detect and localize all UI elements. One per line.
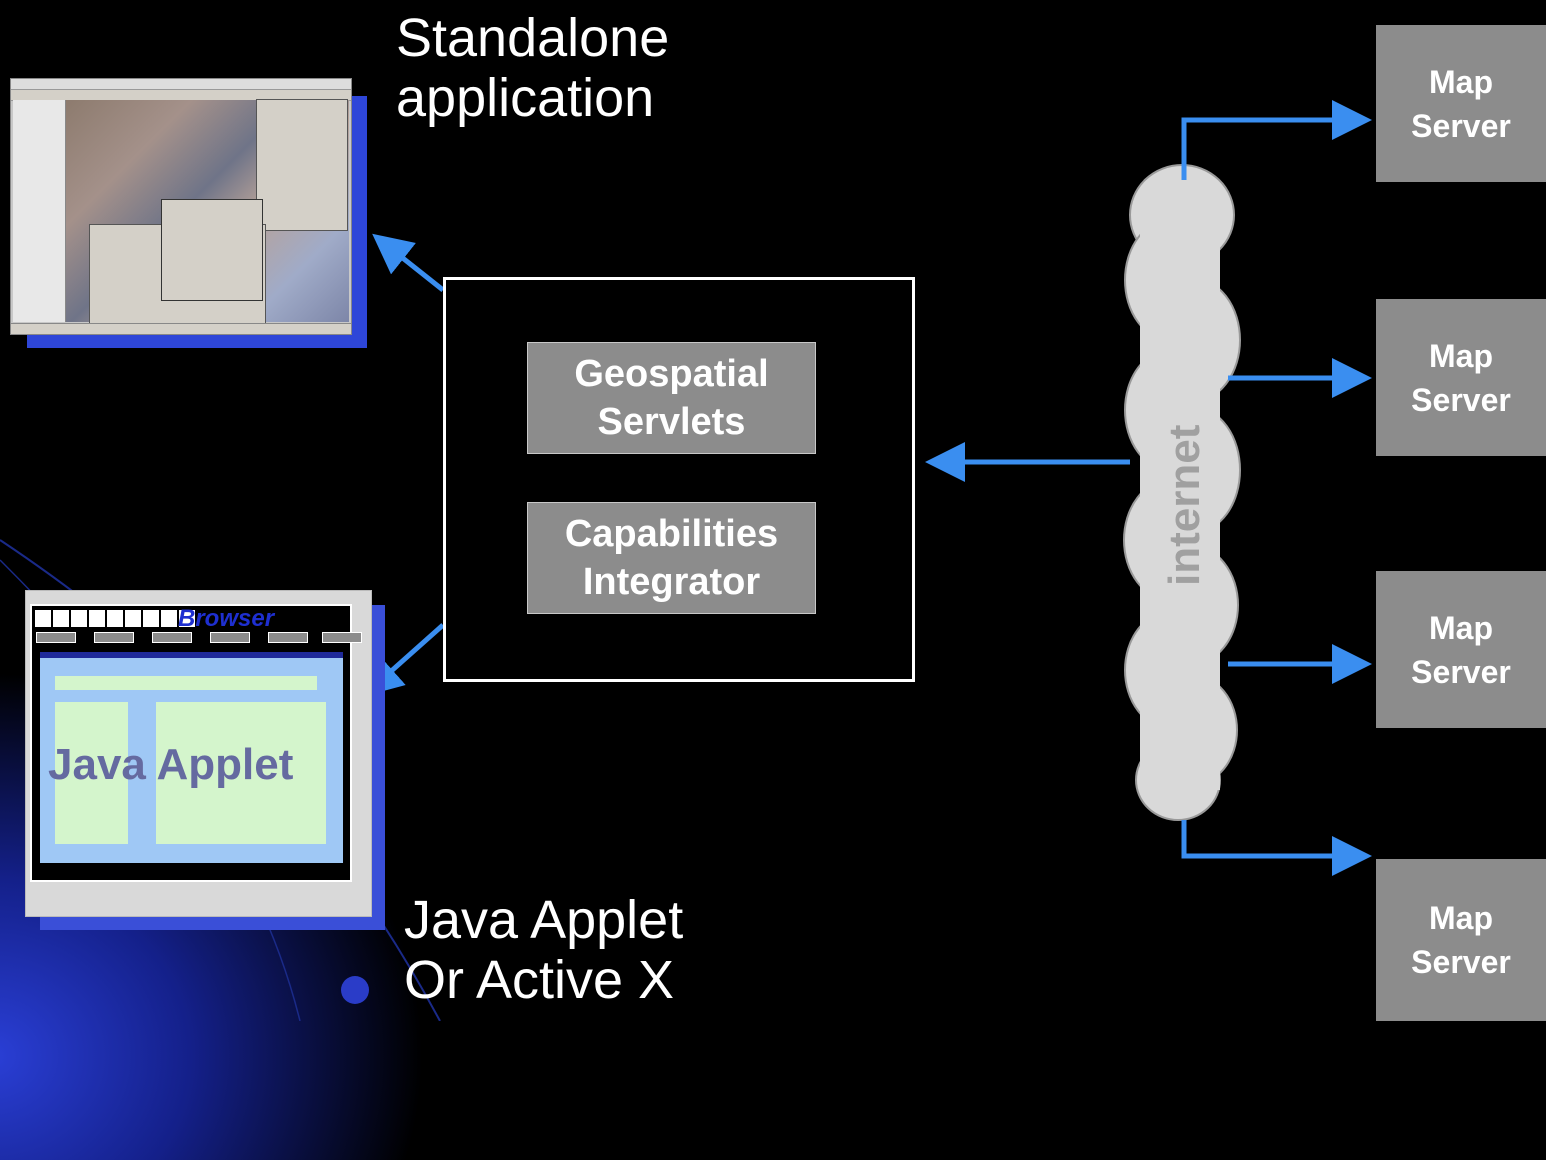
map-server-3-line1: Map [1429, 609, 1493, 646]
map-server-1-line1: Map [1429, 63, 1493, 100]
java-applet-label: Java Applet [48, 740, 294, 789]
standalone-app-screenshot [10, 78, 352, 335]
app-layer-panel [13, 100, 66, 322]
map-server-2: Map Server [1376, 299, 1546, 456]
browser-title: Browser [178, 605, 275, 632]
arrow-server-4 [1181, 820, 1372, 876]
browser-toolbar-square [70, 609, 88, 628]
java-applet-panel [40, 652, 343, 863]
browser-toolbar-button [36, 632, 76, 643]
map-server-4: Map Server [1376, 859, 1546, 1021]
central-server-box: Geospatial Servlets Capabilities Integra… [443, 277, 915, 682]
map-server-3: Map Server [1376, 571, 1546, 728]
app-properties-dialog [161, 199, 263, 301]
browser-toolbar-square [142, 609, 160, 628]
browser-toolbar-square [34, 609, 52, 628]
internet-label: internet [1160, 424, 1209, 586]
browser-toolbar-square [124, 609, 142, 628]
geospatial-servlets-line1: Geospatial [574, 353, 769, 395]
app-statusbar [11, 323, 351, 334]
capabilities-integrator-line1: Capabilities [564, 513, 779, 555]
arrow-server-1 [1181, 100, 1372, 180]
capabilities-integrator-line2: Integrator [582, 561, 761, 603]
browser-toolbar-square [52, 609, 70, 628]
browser-toolbar-square [178, 609, 196, 628]
browser-toolbar-button [322, 632, 362, 643]
app-menubar [11, 79, 351, 90]
browser-toolbar-button [94, 632, 134, 643]
capabilities-integrator-box: Capabilities Integrator [527, 502, 816, 614]
diagram-connectors [0, 100, 1372, 1021]
geospatial-servlets-line2: Servlets [597, 401, 746, 443]
map-server-3-line2: Server [1411, 653, 1511, 690]
browser-toolbar-square [106, 609, 124, 628]
browser-toolbar-button [268, 632, 308, 643]
applet-top-bar [55, 676, 317, 690]
applet-caption-line2: Or Active X [404, 950, 675, 1010]
applet-caption-line1: Java Applet [404, 890, 684, 950]
browser-toolbar-button [152, 632, 192, 643]
map-server-4-line2: Server [1411, 944, 1511, 980]
geospatial-servlets-box: Geospatial Servlets [527, 342, 816, 454]
browser-toolbar-square [88, 609, 106, 628]
app-connect-panel [256, 99, 348, 231]
standalone-caption: Standalone application [396, 8, 669, 128]
applet-right-pane [156, 702, 326, 844]
map-server-4-line1: Map [1429, 900, 1493, 936]
map-server-2-line1: Map [1429, 337, 1493, 374]
standalone-caption-line2: application [396, 68, 655, 128]
map-server-1-line2: Server [1411, 107, 1511, 144]
standalone-caption-line1: Standalone [396, 8, 670, 68]
arrow-to-standalone [372, 233, 445, 292]
map-server-1: Map Server [1376, 25, 1546, 182]
browser-toolbar-square [160, 609, 178, 628]
applet-left-pane [55, 702, 128, 844]
applet-caption: Java Applet Or Active X [404, 890, 683, 1010]
map-server-2-line2: Server [1411, 381, 1511, 418]
browser-toolbar-button [210, 632, 250, 643]
